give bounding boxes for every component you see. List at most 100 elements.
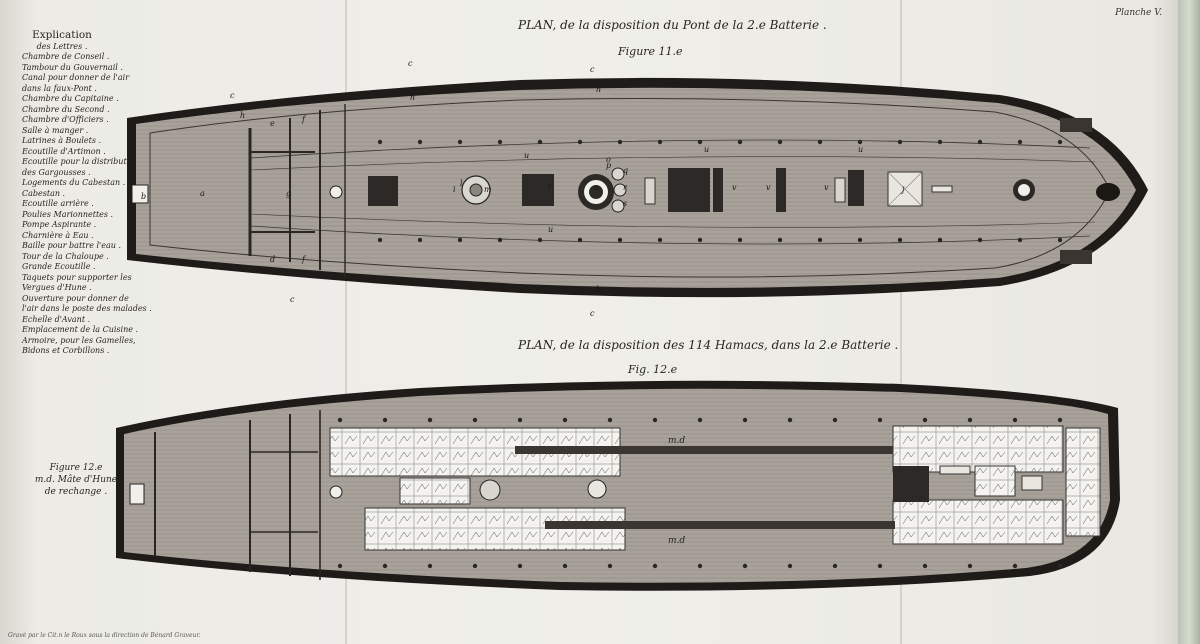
figure11-title: PLAN, de la disposition du Pont de la 2.… [518, 18, 827, 32]
ringbolt-mark [337, 417, 343, 423]
figure11-hull [127, 77, 1148, 298]
legend-item: Cabestan . [22, 188, 66, 198]
ringbolt-mark [697, 417, 703, 423]
figure12-label: Fig. 12.e [628, 363, 678, 376]
book-binding-edge [1178, 0, 1200, 644]
ringbolt-mark [517, 563, 523, 569]
ringbolt-mark [877, 417, 883, 423]
ringbolt-mark [857, 139, 863, 145]
ringbolt-mark [697, 563, 703, 569]
legend-item: Ouverture pour donner de [22, 293, 129, 303]
legend-item: l'air dans le poste des malades . [22, 304, 152, 313]
legend-item: Baille pour battre l'eau . [22, 241, 121, 250]
legend-item: Chambre d'Officiers . [22, 115, 109, 124]
ringbolt-mark [1057, 237, 1063, 243]
ringbolt-mark [897, 139, 903, 145]
ringbolt-mark [337, 563, 343, 569]
ringbolt-mark [417, 139, 423, 145]
reference-letter: u [548, 225, 553, 234]
reference-letter: r [623, 183, 628, 192]
reference-letter: v [732, 183, 737, 192]
engraver-imprint: Gravé par le Cit.n le Roux sous la direc… [8, 632, 201, 639]
legend-heading: Explication [32, 29, 92, 41]
legend-item: Charnière à Eau . [22, 230, 94, 240]
legend-item: Chambre du Capitaine . [22, 94, 119, 103]
ringbolt-mark [777, 237, 783, 243]
ringbolt-mark [517, 417, 523, 423]
reference-letter: v [824, 183, 829, 192]
ringbolt-mark [817, 139, 823, 145]
reference-letter: c [408, 59, 413, 68]
ringbolt-mark [737, 237, 743, 243]
legend-item: Poulies Marionnettes . [22, 209, 114, 219]
reference-letter: h [596, 285, 601, 294]
figure11-capstan [461, 118, 1120, 264]
ringbolt-mark [657, 237, 663, 243]
figure12-caption-title: Figure 12.e [49, 463, 103, 473]
reference-letter: e [270, 119, 275, 128]
ringbolt-mark [457, 139, 463, 145]
legend-item: dans la faux-Pont . [22, 83, 97, 93]
ringbolt-mark [617, 139, 623, 145]
ringbolt-mark [472, 563, 478, 569]
ringbolt-mark [937, 237, 943, 243]
reference-letter: h [410, 277, 415, 286]
legend-item: Grande Ecoutille . [22, 262, 96, 271]
legend-item: Emplacement de la Cuisine . [22, 325, 139, 334]
reference-letter: c [230, 91, 235, 100]
legend-subheading: des Lettres . [36, 41, 88, 51]
ringbolt-mark [382, 417, 388, 423]
reference-letter: o [606, 155, 611, 164]
ringbolt-mark [697, 139, 703, 145]
figure12-mast-label-top: m.d [668, 436, 685, 446]
reference-letter: h [410, 93, 415, 102]
reference-letter: c [590, 65, 595, 74]
ringbolt-mark [1012, 417, 1018, 423]
ringbolt-mark [497, 139, 503, 145]
legend-item: des Gargousses . [22, 167, 91, 177]
ringbolt-mark [607, 417, 613, 423]
reference-letter: u [704, 145, 709, 154]
legend-item: Vergues d'Hune . [22, 283, 92, 292]
plate-label: Planche V. [1115, 8, 1162, 18]
ringbolt-mark [652, 417, 658, 423]
reference-letter: u [524, 151, 529, 160]
legend-item: Latrines à Boulets . [22, 136, 102, 145]
ringbolt-mark [937, 139, 943, 145]
reference-letter: d [270, 255, 275, 264]
legend-list: Chambre de Conseil .Tambour du Gouvernai… [22, 52, 152, 357]
ringbolt-mark [1017, 139, 1023, 145]
ringbolt-mark [497, 237, 503, 243]
reference-letter: m [484, 185, 492, 194]
reference-letter: q [623, 166, 628, 175]
ringbolt-mark [562, 417, 568, 423]
legend-item: Bidons et Corbillons . [22, 346, 110, 355]
reference-letter: u [858, 145, 863, 154]
legend-item: Chambre de Conseil . [22, 52, 110, 61]
ringbolt-mark [1057, 563, 1063, 569]
legend: Explication des Lettres . Chambre de Con… [22, 29, 152, 357]
ringbolt-mark [657, 139, 663, 145]
ringbolt-mark [967, 563, 973, 569]
ringbolt-mark [777, 139, 783, 145]
ringbolt-mark [537, 237, 543, 243]
legend-item: Ecoutille arrière . [22, 199, 94, 208]
ringbolt-mark [427, 563, 433, 569]
ringbolt-mark [1057, 417, 1063, 423]
figure11-ringbolts [377, 139, 1063, 243]
ringbolt-mark [1057, 139, 1063, 145]
ringbolt-mark [922, 417, 928, 423]
ringbolt-mark [472, 417, 478, 423]
reference-letter: i [453, 185, 456, 194]
figure12-hull [116, 380, 1120, 591]
ringbolt-mark [787, 563, 793, 569]
ringbolt-mark [857, 237, 863, 243]
reference-letter: n [594, 183, 599, 192]
reference-letter: f [301, 115, 307, 124]
reference-letter: p [606, 161, 611, 170]
ringbolt-mark [377, 237, 383, 243]
reference-letter: g [286, 189, 291, 198]
ringbolt-mark [742, 417, 748, 423]
legend-item: Tambour du Gouvernail . [22, 62, 123, 72]
